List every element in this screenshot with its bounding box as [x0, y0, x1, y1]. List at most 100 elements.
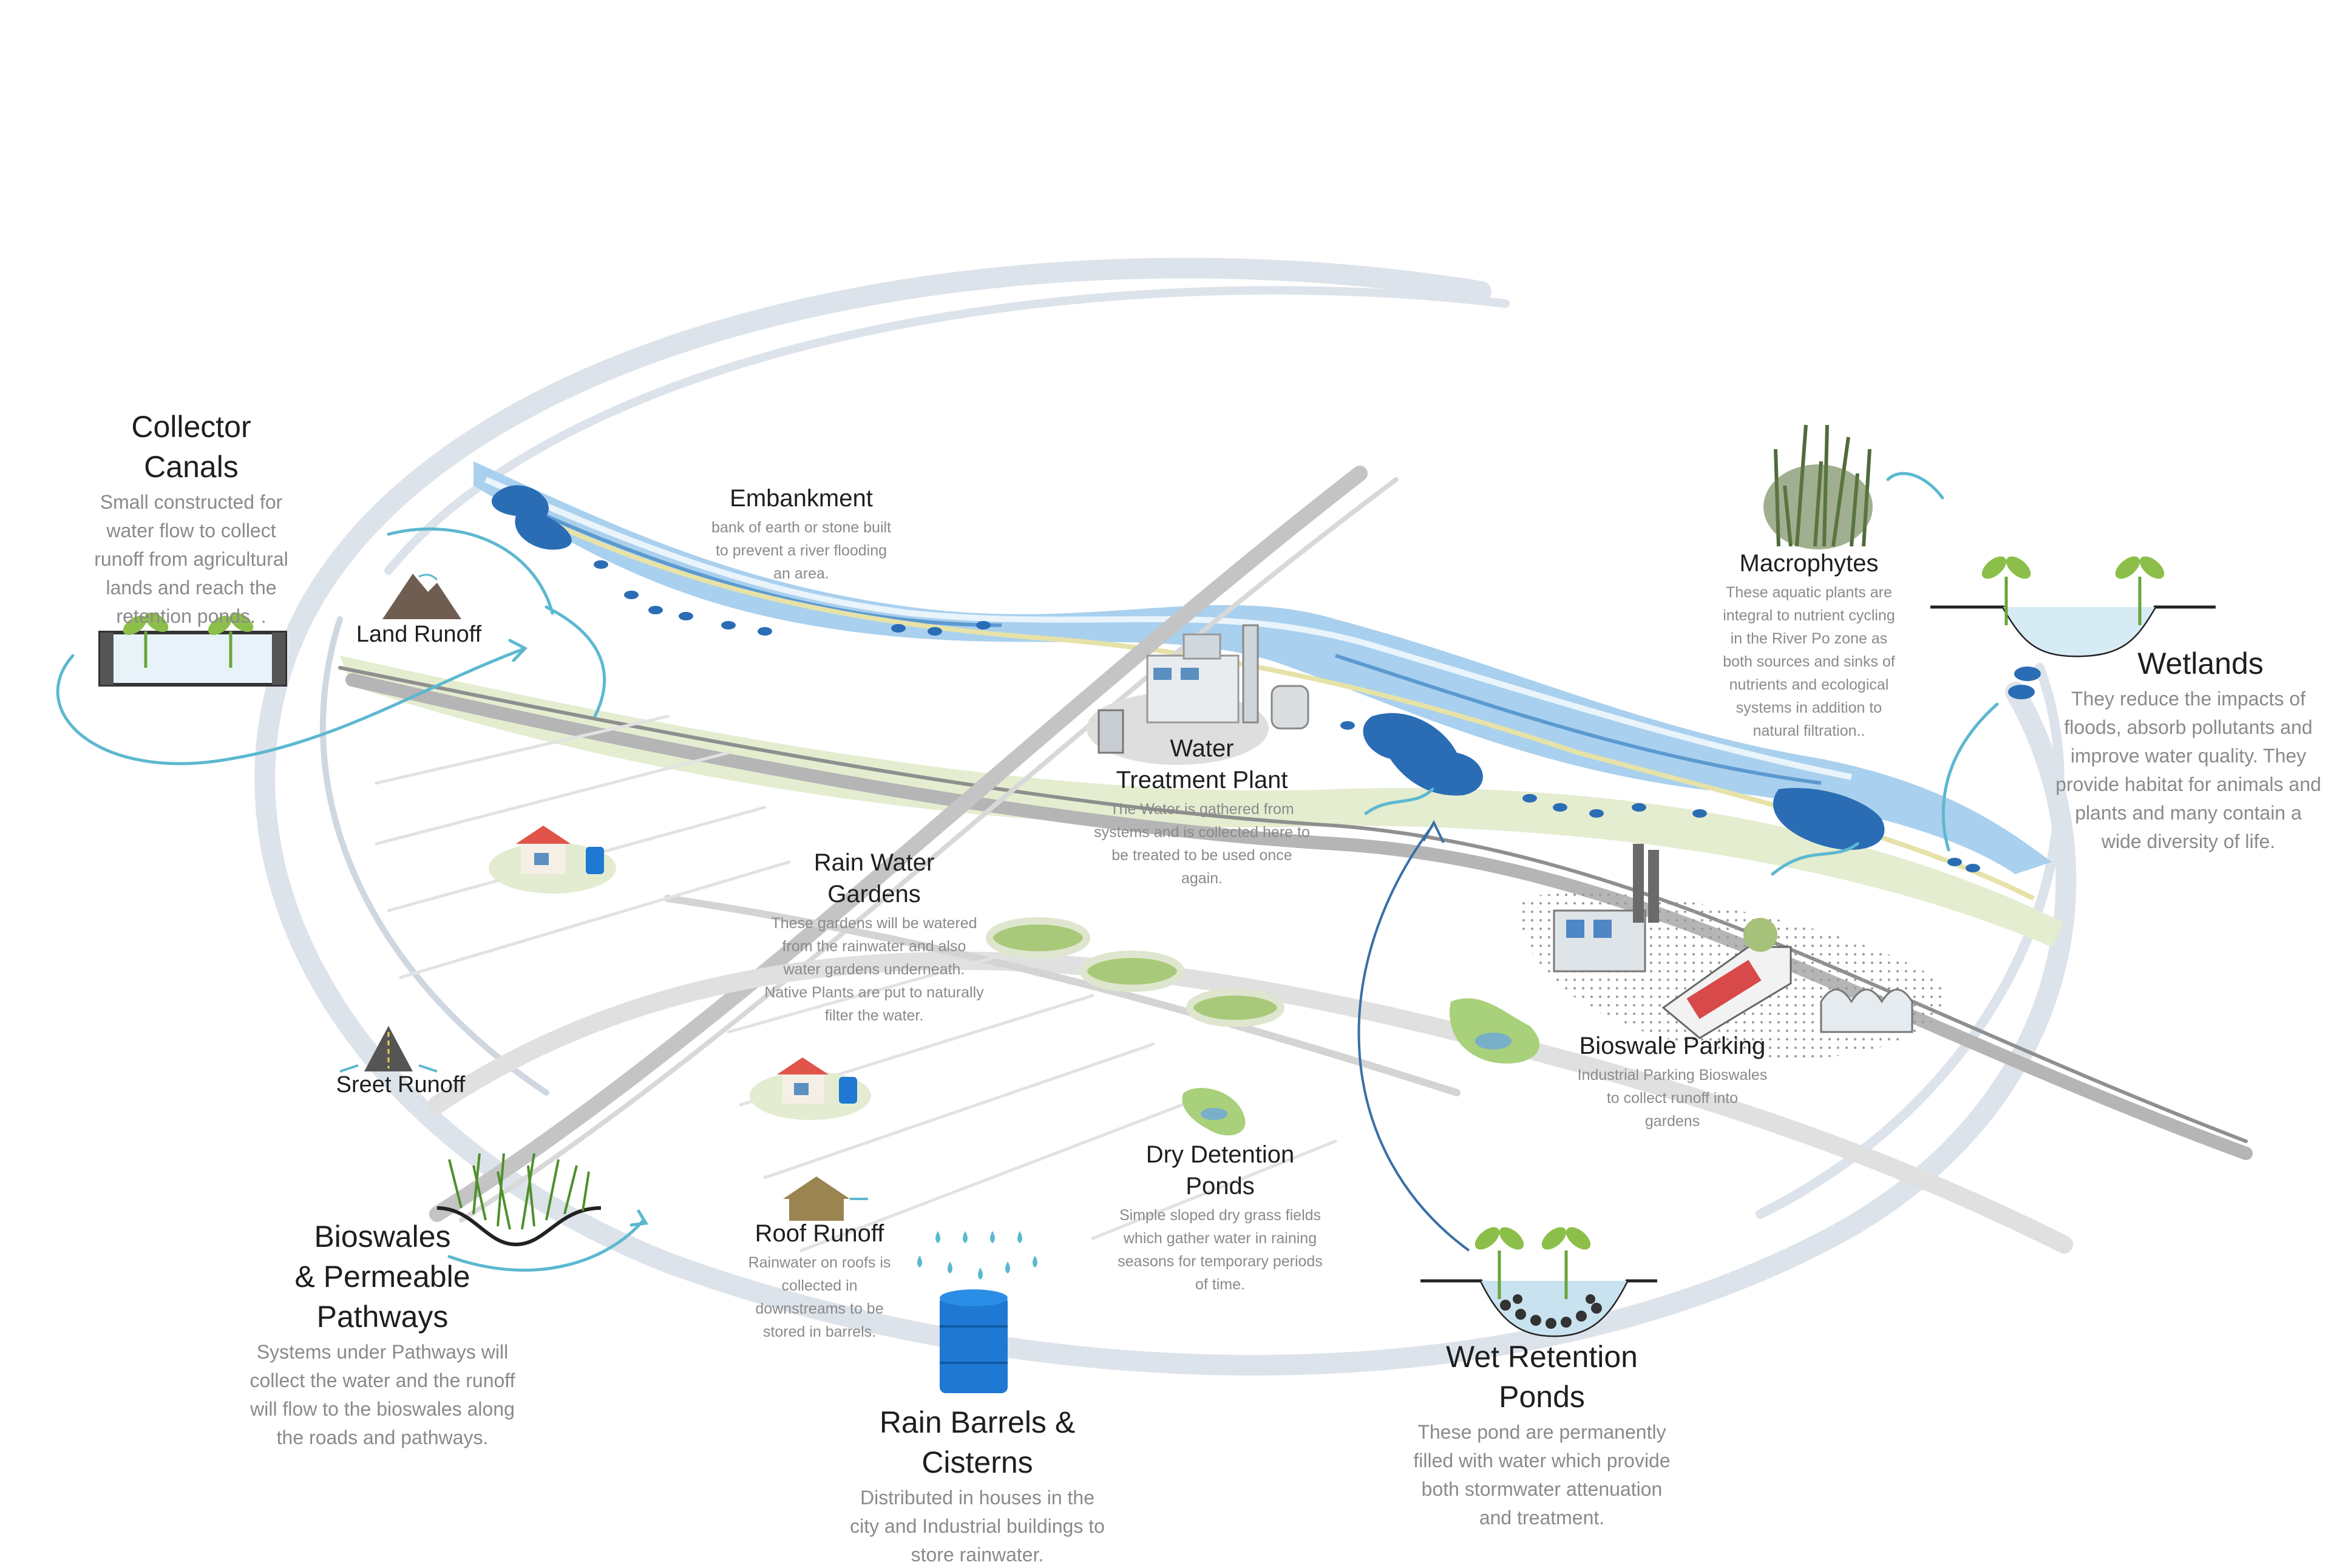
label-rain-barrels: Rain Barrels & Cisterns Distributed in h…	[826, 1402, 1129, 1568]
pond-dots	[594, 560, 2041, 872]
water-treatment-desc-2: systems and is collected here to	[1094, 824, 1310, 841]
rain-barrels-desc-1: Distributed in houses in the	[860, 1487, 1094, 1509]
bioswales-title-1: Bioswales	[314, 1220, 451, 1254]
wet-retention-title-2: Ponds	[1499, 1380, 1585, 1414]
greenhouse-icon	[1820, 988, 1913, 1033]
rain-water-gardens-desc-3: water gardens underneath.	[783, 961, 965, 978]
wet-pond-arrow-head	[1422, 820, 1445, 843]
rain-water-gardens-desc-2: from the rainwater and also	[782, 938, 966, 955]
green-pond-icon	[1450, 998, 1540, 1064]
land-runoff-title: Land Runoff	[356, 622, 482, 647]
label-roof-runoff: Roof Runoff Rainwater on roofs is collec…	[722, 1218, 917, 1342]
dry-detention-desc-3: seasons for temporary periods	[1118, 1253, 1323, 1270]
water-treatment-title-2: Treatment Plant	[1116, 767, 1288, 793]
rain-barrels-title-2: Cisterns	[921, 1445, 1033, 1479]
wet-retention-title-1: Wet Retention	[1446, 1340, 1638, 1374]
rain-water-gardens-title-1: Rain Water	[813, 849, 935, 876]
dry-detention-title-1: Dry Detention	[1145, 1141, 1295, 1168]
wet-retention-desc-4: and treatment.	[1479, 1507, 1605, 1529]
rain-water-gardens	[986, 917, 1284, 1027]
wet-pond-arrow	[1357, 824, 1470, 1252]
label-water-treatment: Water Treatment Plant The Water is gathe…	[1074, 733, 1329, 888]
collector-canals-desc-2: water flow to collect	[106, 520, 276, 541]
collector-canals-desc-3: runoff from agricultural	[94, 548, 288, 570]
water-treatment-desc-1: The Water is gathered from	[1110, 801, 1294, 818]
wetlands-desc-1: They reduce the impacts of	[2071, 688, 2306, 710]
rain-barrels-title-1: Rain Barrels &	[879, 1405, 1076, 1439]
wetlands-desc-5: plants and many contain a	[2075, 802, 2302, 824]
rain-barrels-desc-3: store rainwater.	[911, 1544, 1044, 1566]
collector-canals-title-2: Canals	[144, 450, 239, 484]
label-bioswales: Bioswales & Permeable Pathways Systems u…	[231, 1217, 534, 1451]
water-treatment-desc-4: again.	[1181, 870, 1223, 887]
macrophytes-desc-3: in the River Po zone as	[1730, 630, 1888, 647]
collector-canals-title-1: Collector	[131, 410, 251, 444]
dry-detention-desc-4: of time.	[1195, 1276, 1245, 1293]
label-macrophytes: Macrophytes These aquatic plants are int…	[1681, 548, 1936, 741]
embankment-desc-2: to prevent a river flooding	[715, 542, 887, 559]
roof-runoff-desc-1: Rainwater on roofs is	[748, 1254, 891, 1271]
roof-runoff-desc-4: stored in barrels.	[762, 1323, 877, 1340]
bioswales-desc-1: Systems under Pathways will	[256, 1341, 509, 1363]
macrophytes-foliage	[1763, 464, 1873, 549]
field-strips	[375, 714, 1337, 1252]
factory-icon	[1553, 844, 1659, 972]
canal-icon	[98, 613, 287, 687]
house-icon	[489, 826, 616, 894]
dry-detention-desc-1: Simple sloped dry grass fields	[1119, 1207, 1322, 1224]
street-runoff-icon	[339, 1026, 438, 1073]
macrophytes-desc-4: both sources and sinks of	[1723, 653, 1895, 670]
wetlands-title: Wetlands	[2137, 647, 2264, 680]
wetlands-desc-4: provide habitat for animals and	[2055, 773, 2321, 795]
dry-pond-icon	[1182, 1088, 1246, 1136]
label-dry-detention: Dry Detention Ponds Simple sloped dry gr…	[1093, 1139, 1348, 1294]
wet-retention-desc-2: filled with water which provide	[1413, 1450, 1671, 1471]
label-wet-retention: Wet Retention Ponds These pond are perma…	[1390, 1337, 1694, 1531]
bioswale-parking-desc-3: gardens	[1644, 1113, 1700, 1130]
bioswales-title-2: & Permeable	[294, 1260, 470, 1294]
wetland-icon	[1930, 556, 2216, 657]
roof-runoff-desc-2: collected in	[781, 1277, 858, 1294]
flow-arrows	[56, 472, 1999, 1272]
roof-runoff-icon	[783, 1176, 868, 1221]
label-street-runoff: Sreet Runoff	[310, 1071, 492, 1099]
label-collector-canals: Collector Canals Small constructed for w…	[55, 407, 328, 630]
macrophytes-desc-2: integral to nutrient cycling	[1723, 607, 1895, 624]
ponds	[492, 485, 1885, 850]
macrophytes-desc-5: nutrients and ecological	[1729, 676, 1889, 693]
embankment-desc-3: an area.	[773, 565, 829, 582]
wetlands-desc-3: improve water quality. They	[2070, 745, 2307, 767]
label-bioswale-parking: Bioswale Parking Industrial Parking Bios…	[1548, 1030, 1797, 1131]
label-land-runoff: Land Runoff	[328, 620, 510, 648]
bioswales-title-3: Pathways	[316, 1300, 449, 1334]
bioswale-parking-title: Bioswale Parking	[1579, 1033, 1766, 1059]
dry-detention-title-2: Ponds	[1186, 1173, 1255, 1200]
rain-water-gardens-desc-4: Native Plants are put to naturally	[764, 984, 984, 1001]
label-rain-water-gardens: Rain Water Gardens These gardens will be…	[747, 847, 1002, 1025]
rain-barrels-desc-2: city and Industrial buildings to	[850, 1515, 1105, 1537]
house-icon	[750, 1057, 871, 1120]
wet-retention-desc-1: These pond are permanently	[1417, 1421, 1666, 1443]
dry-detention-desc-2: which gather water in raining	[1123, 1230, 1317, 1247]
macrophytes-title: Macrophytes	[1739, 550, 1879, 577]
grass-band	[340, 656, 2064, 947]
rain-water-gardens-title-2: Gardens	[827, 881, 921, 908]
bioswale-parking-desc-2: to collect runoff into	[1606, 1090, 1739, 1107]
truck-icon	[1661, 918, 1792, 1039]
wetlands-desc-6: wide diversity of life.	[2101, 830, 2276, 852]
macrophytes-desc-7: natural filtration..	[1752, 722, 1865, 739]
water-treatment-title-1: Water	[1170, 735, 1234, 762]
collector-canals-desc-4: lands and reach the	[106, 577, 277, 599]
wet-retention-desc-3: both stormwater attenuation	[1421, 1478, 1663, 1500]
retention-pond-icon	[1420, 1227, 1657, 1337]
land-runoff-icon	[382, 574, 461, 619]
bioswale-icon	[436, 1153, 602, 1247]
wetlands-desc-2: floods, absorb pollutants and	[2064, 716, 2313, 738]
roof-runoff-title: Roof Runoff	[755, 1220, 884, 1247]
roof-runoff-desc-3: downstreams to be	[755, 1300, 884, 1317]
collector-canals-desc-5: retention ponds. .	[116, 605, 266, 627]
label-wetlands: Wetlands They reduce the impacts of floo…	[2046, 643, 2331, 855]
embankment-title: Embankment	[730, 485, 873, 512]
bioswale-parking-desc-1: Industrial Parking Bioswales	[1577, 1067, 1768, 1084]
